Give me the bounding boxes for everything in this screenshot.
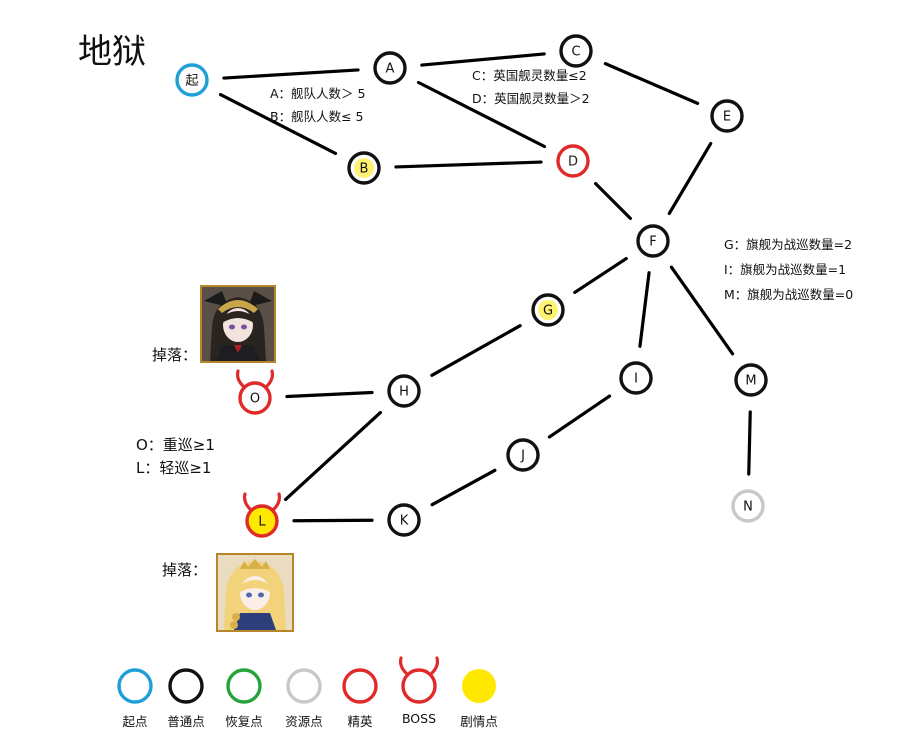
node-n[interactable]: N [731,489,765,523]
legend-label-elite: 精英 [347,714,373,729]
node-i[interactable]: I [619,361,653,395]
node-label: O [250,392,260,407]
edge-A-D [416,80,547,149]
node-label: L [258,515,266,530]
node-label: 起 [185,74,198,89]
node-l[interactable]: L [242,492,282,538]
condition-ab: A：舰队人数＞ 5 B：舰队人数≤ 5 [270,82,365,128]
edge-D-F [594,182,632,220]
drop-label-top: 掉落： [152,346,198,364]
legend-symbol-start [117,668,153,704]
drop-label-bottom: 掉落： [162,561,208,579]
legend-label-story: 剧情点 [460,714,498,729]
node-g[interactable]: G [531,293,565,327]
condition-g: G：旗舰为战巡数量=2 [724,237,853,252]
legend-label-recovery: 恢复点 [225,714,263,729]
edge-K-J [430,468,497,507]
edge-A-C [420,52,546,67]
drop-portrait-bottom [216,553,294,632]
node-start[interactable]: 起 [175,63,209,97]
node-label: G [543,304,553,319]
node-b[interactable]: B [347,151,381,185]
edge-L-K [292,518,374,523]
node-label: J [520,449,525,464]
node-k[interactable]: K [387,503,421,537]
node-label: N [743,500,753,515]
node-f[interactable]: F [636,224,670,258]
drop-portrait-top [200,285,276,363]
edge-F-G [573,256,628,295]
edge-H-O [285,390,374,399]
legend-symbol-resource [286,668,322,704]
node-label: C [571,45,580,60]
condition-i: I：旗舰为战巡数量=1 [724,262,847,277]
node-label: D [568,155,578,170]
condition-a: A：舰队人数＞ 5 [270,86,366,101]
node-h[interactable]: H [387,374,421,408]
condition-m: M：旗舰为战巡数量=0 [724,287,854,302]
node-label: I [634,372,638,387]
edge-start-B [218,92,338,156]
condition-c: C：英国舰灵数量≤2 [472,68,587,83]
condition-ol: O：重巡≥1 L：轻巡≥1 [136,434,215,480]
legend-label-start: 起点 [122,714,148,729]
condition-b: B：舰队人数≤ 5 [270,109,364,124]
edge-F-I [638,271,651,348]
edge-E-F [667,141,713,216]
legend-symbol-recovery [226,668,262,704]
edge-G-H [430,324,522,377]
legend-symbol-elite [342,668,378,704]
node-a[interactable]: A [373,51,407,85]
node-o[interactable]: O [235,369,275,415]
node-label: K [400,514,409,529]
node-label: H [399,385,409,400]
node-label: M [745,374,756,389]
edge-M-N [747,410,752,476]
legend-symbol-boss [398,656,440,704]
node-m[interactable]: M [734,363,768,397]
edge-F-M [669,265,735,356]
node-label: E [723,110,731,125]
node-label: B [360,162,369,177]
edge-J-I [547,394,612,439]
edge-H-L [284,411,382,501]
edge-B-D [394,160,543,169]
node-label: A [386,62,395,77]
condition-d: D：英国舰灵数量＞2 [472,91,590,106]
legend-label-resource: 资源点 [285,714,323,729]
map-title: 地狱 [78,32,146,72]
node-label: F [649,235,656,250]
node-e[interactable]: E [710,99,744,133]
legend-label-boss: BOSS [401,711,437,726]
node-j[interactable]: J [506,438,540,472]
condition-l: L：轻巡≥1 [136,459,212,477]
node-c[interactable]: C [559,34,593,68]
condition-gim: G：旗舰为战巡数量=2 I：旗舰为战巡数量=1 M：旗舰为战巡数量=0 [724,232,853,307]
condition-o: O：重巡≥1 [136,436,215,454]
legend-symbol-normal [168,668,204,704]
condition-cd: C：英国舰灵数量≤2 D：英国舰灵数量＞2 [472,64,590,110]
legend-label-normal: 普通点 [167,714,205,729]
node-d[interactable]: D [556,144,590,178]
edge-C-E [603,62,700,105]
edge-start-A [222,68,360,80]
legend-symbol-story [462,669,496,703]
